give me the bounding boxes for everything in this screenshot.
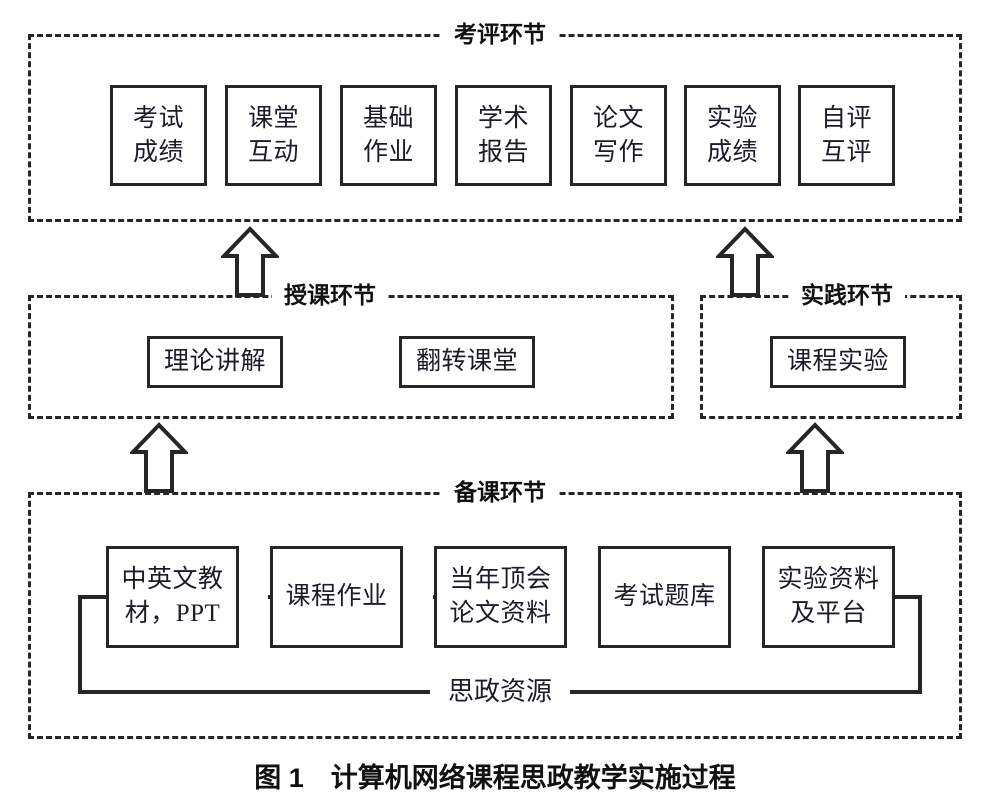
node-line-2: 作业 — [362, 138, 414, 166]
node-line-1: 考试 — [132, 104, 184, 132]
node-line-1: 课程作业 — [285, 583, 388, 610]
phase-preparation-title: 备课环节 — [442, 479, 558, 505]
phase-teaching-title: 授课环节 — [272, 282, 388, 308]
bus-label-ideological-resources: 思政资源 — [429, 677, 571, 707]
arrow-practice-to-assessment-icon — [716, 226, 774, 297]
node-line-1: 考试题库 — [613, 583, 716, 610]
phase-assessment-title: 考评环节 — [442, 21, 558, 47]
node-basic-homework[interactable]: 基础 作业 — [340, 85, 437, 186]
node-paper-writing[interactable]: 论文 写作 — [570, 85, 667, 186]
node-course-lab[interactable]: 课程实验 — [770, 336, 906, 388]
node-line-1: 课堂 — [247, 104, 299, 132]
node-line-2: 及平台 — [790, 600, 867, 627]
node-lab-score[interactable]: 实验 成绩 — [684, 85, 781, 186]
node-line-2: 报告 — [477, 138, 529, 166]
node-line-1: 课程实验 — [786, 348, 889, 375]
node-line-2: 互动 — [247, 138, 299, 166]
node-line-2: 成绩 — [132, 138, 184, 166]
node-line-1: 自评 — [820, 104, 872, 132]
node-exam-score[interactable]: 考试 成绩 — [110, 85, 207, 186]
node-lab-materials-platform[interactable]: 实验资料 及平台 — [762, 546, 895, 648]
node-line-1: 中英文教 — [121, 566, 224, 593]
phase-teaching — [28, 295, 674, 419]
node-top-conference-papers[interactable]: 当年顶会 论文资料 — [434, 546, 567, 648]
phase-practice-title: 实践环节 — [789, 282, 905, 308]
arrow-preparation-to-practice-icon — [786, 422, 844, 493]
node-textbooks-ppt[interactable]: 中英文教 材，PPT — [106, 546, 239, 648]
node-line-2: 成绩 — [706, 138, 758, 166]
bus-right-stub — [895, 595, 922, 599]
node-line-2: 写作 — [592, 138, 644, 166]
arrow-preparation-to-teaching-icon — [130, 422, 188, 493]
node-line-2: 互评 — [820, 138, 872, 166]
node-theory-lecture[interactable]: 理论讲解 — [147, 336, 283, 388]
node-course-homework[interactable]: 课程作业 — [270, 546, 403, 648]
node-line-1: 当年顶会 — [449, 566, 552, 593]
node-line-1: 实验资料 — [777, 566, 880, 593]
node-line-1: 翻转课堂 — [415, 348, 518, 375]
node-exam-question-bank[interactable]: 考试题库 — [598, 546, 731, 648]
node-line-2: 材，PPT — [124, 600, 221, 627]
node-line-1: 学术 — [477, 104, 529, 132]
node-self-peer-review[interactable]: 自评 互评 — [798, 85, 895, 186]
bus-left-stub — [78, 595, 108, 599]
node-flipped-classroom[interactable]: 翻转课堂 — [399, 336, 535, 388]
node-line-1: 论文 — [592, 104, 644, 132]
node-line-1: 基础 — [362, 104, 414, 132]
figure-caption: 图 1 计算机网络课程思政教学实施过程 — [254, 763, 736, 793]
node-line-1: 理论讲解 — [163, 348, 266, 375]
node-class-interaction[interactable]: 课堂 互动 — [225, 85, 322, 186]
bus-right-riser — [918, 595, 922, 694]
arrow-teaching-to-assessment-icon — [221, 226, 279, 297]
bus-left-riser — [78, 595, 82, 694]
node-academic-report[interactable]: 学术 报告 — [455, 85, 552, 186]
node-line-1: 实验 — [706, 104, 758, 132]
node-line-2: 论文资料 — [449, 600, 552, 627]
